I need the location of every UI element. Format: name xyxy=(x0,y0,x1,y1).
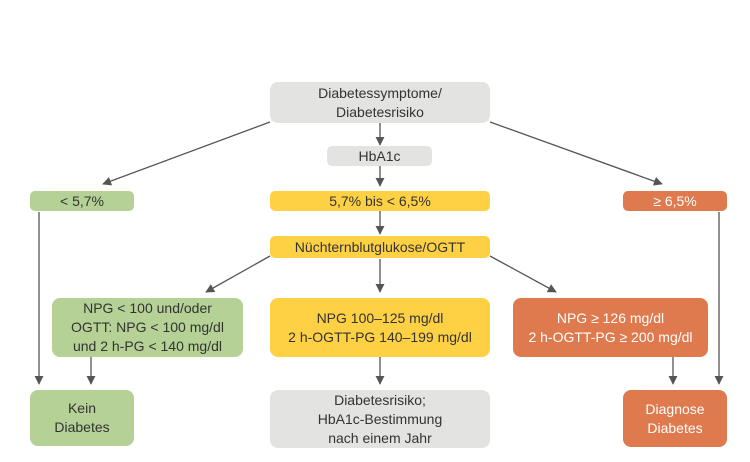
risk-node: Diabetesrisiko; HbA1c-Bestimmung nach ei… xyxy=(270,390,490,448)
normal-values-node: NPG < 100 und/oder OGTT: NPG < 100 mg/dl… xyxy=(52,298,243,357)
high-range-node: ≥ 6,5% xyxy=(623,191,727,211)
arrow-start-to-low xyxy=(102,121,271,186)
no-diabetes-node: Kein Diabetes xyxy=(30,390,134,446)
arrow-ogtt-to-normal-values xyxy=(205,255,271,293)
mid-range-node: 5,7% bis < 6,5% xyxy=(270,191,490,211)
diagnosis-node: Diagnose Diabetes xyxy=(623,390,727,447)
hba1c-node: HbA1c xyxy=(327,146,432,166)
arrow-ogtt-to-high-values xyxy=(489,255,557,293)
ogtt-node: Nüchternblutglukose/OGTT xyxy=(270,236,490,258)
low-range-node: < 5,7% xyxy=(30,191,134,211)
arrow-start-to-high xyxy=(489,121,663,186)
high-values-node: NPG ≥ 126 mg/dl 2 h-OGTT-PG ≥ 200 mg/dl xyxy=(513,298,708,357)
mid-values-node: NPG 100–125 mg/dl 2 h-OGTT-PG 140–199 mg… xyxy=(270,298,490,357)
start-node: Diabetessymptome/ Diabetesrisiko xyxy=(270,82,490,123)
